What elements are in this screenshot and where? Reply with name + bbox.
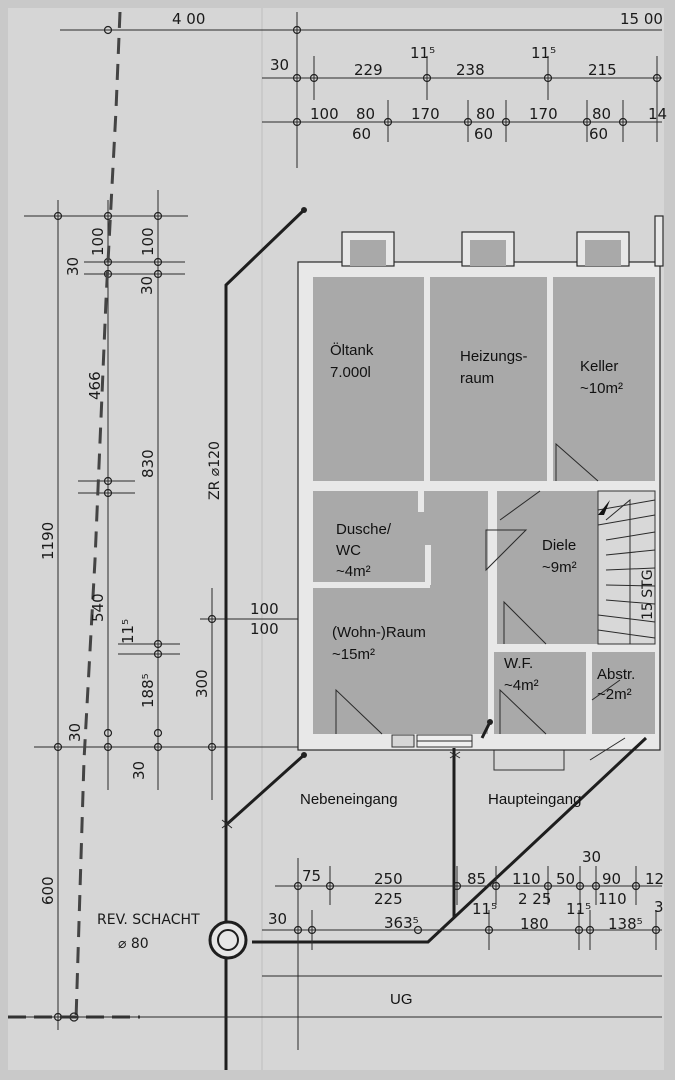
dim-14: 14 (648, 105, 667, 123)
dim-600: 600 (39, 876, 57, 905)
label-nebeneingang: Nebeneingang (300, 791, 398, 808)
dim-30-bottom-top: 30 (582, 848, 601, 866)
dim-180: 180 (520, 915, 549, 933)
label-abstr-2: ~2m² (597, 686, 632, 703)
room-oeltank (313, 277, 424, 481)
label-abstr-1: Abstr. (597, 666, 635, 683)
label-shaft-1: REV. SCHACHT (97, 912, 200, 928)
bottom-dimension-lines (8, 858, 662, 1050)
drain-pipes (221, 207, 648, 1070)
dim-50: 50 (556, 870, 575, 888)
dim-100-side-a: 100 (250, 600, 279, 618)
dim-11-5-bottom-a: 11⁵ (472, 900, 497, 918)
dim-170-b: 170 (529, 105, 558, 123)
dim-830: 830 (139, 449, 157, 478)
dim-11-5-b: 11⁵ (531, 44, 556, 62)
dim-170-a: 170 (411, 105, 440, 123)
label-stairs: 15 STG (640, 569, 656, 620)
staircase (597, 490, 656, 645)
dim-11-5-a: 11⁵ (410, 44, 435, 62)
label-diele-2: ~9m² (542, 559, 577, 576)
dim-30-bottom: 30 (268, 910, 287, 928)
dim-466: 466 (86, 371, 104, 400)
dim-225-b: 2 25 (518, 890, 551, 908)
left-dimension-texts: 1190 600 100 100 30 30 466 830 540 11⁵ 1… (39, 227, 279, 905)
label-haupteingang: Haupteingang (488, 791, 581, 808)
label-wohnraum-2: ~15m² (332, 646, 375, 663)
dim-80-c: 80 (592, 105, 611, 123)
dim-30-left-b: 30 (138, 276, 156, 295)
dim-85: 85 (467, 870, 486, 888)
dim-100-side-b: 100 (250, 620, 279, 638)
top-dimension-texts: 4 00 15 00 30 229 11⁵ 238 11⁵ 215 100 80… (172, 10, 667, 143)
label-diele-1: Diele (542, 537, 576, 554)
dim-75: 75 (302, 867, 321, 885)
dim-250: 250 (374, 870, 403, 888)
dim-100-left-a: 100 (89, 227, 107, 256)
dim-30-left-c: 30 (66, 723, 84, 742)
room-heizung (430, 277, 547, 481)
room-fills (313, 277, 655, 734)
dim-1500: 15 00 (620, 10, 663, 28)
left-dimension-lines (24, 11, 300, 1030)
dim-11-5-left: 11⁵ (119, 619, 137, 644)
dim-3: 3 (654, 898, 664, 916)
label-dusche-3: ~4m² (336, 563, 371, 580)
dim-80-a: 80 (356, 105, 375, 123)
dim-300: 300 (193, 669, 211, 698)
dim-30-left-d: 30 (130, 761, 148, 780)
dim-100-left-b: 100 (139, 227, 157, 256)
label-dusche-2: WC (336, 542, 361, 559)
dim-110-a: 110 (512, 870, 541, 888)
bottom-dimension-texts: 75 250 85 110 50 90 12 30 225 2 25 110 3… (268, 848, 664, 933)
room-wohnraum (313, 491, 488, 734)
dim-60-c: 60 (589, 125, 608, 143)
label-keller-1: Keller (580, 358, 618, 375)
dim-30-top: 30 (270, 56, 289, 74)
dim-400: 4 00 (172, 10, 205, 28)
label-pipe: ZR ⌀120 (207, 441, 223, 500)
dim-1190: 1190 (39, 522, 57, 560)
label-wf-1: W.F. (504, 655, 533, 672)
label-floor: UG (390, 991, 413, 1008)
dim-225-a: 225 (374, 890, 403, 908)
annotation-labels: ZR ⌀120 15 STG REV. SCHACHT ⌀ 80 (97, 441, 656, 952)
dim-363-5: 363⁵ (384, 914, 419, 932)
label-oeltank-1: Öltank (330, 341, 374, 359)
dim-12: 12 (645, 870, 664, 888)
dim-540: 540 (89, 593, 107, 622)
room-keller (553, 277, 655, 481)
dim-100-top: 100 (310, 105, 339, 123)
room-labels: Öltank 7.000l Heizungs- raum Keller ~10m… (300, 341, 635, 1008)
label-dusche-1: Dusche/ (336, 521, 392, 538)
interior-details (298, 442, 660, 771)
label-heizung-1: Heizungs- (460, 348, 528, 365)
dim-60-a: 60 (352, 125, 371, 143)
dim-110-b: 110 (598, 890, 627, 908)
label-heizung-2: raum (460, 370, 494, 387)
dim-215: 215 (588, 61, 617, 79)
dim-80-b: 80 (476, 105, 495, 123)
dim-238: 238 (456, 61, 485, 79)
dim-188-5: 188⁵ (139, 673, 157, 708)
revision-shaft (208, 920, 248, 960)
dim-30-left-a: 30 (64, 257, 82, 276)
room-wf (494, 652, 586, 734)
dim-60-b: 60 (474, 125, 493, 143)
label-oeltank-2: 7.000l (330, 364, 371, 381)
label-wf-2: ~4m² (504, 677, 539, 694)
dim-90: 90 (602, 870, 621, 888)
dim-11-5-bottom-b: 11⁵ (566, 900, 591, 918)
label-keller-2: ~10m² (580, 380, 623, 397)
dim-138-5: 138⁵ (608, 915, 643, 933)
top-dimension-lines (60, 12, 662, 168)
label-shaft-2: ⌀ 80 (118, 936, 149, 952)
dim-229: 229 (354, 61, 383, 79)
label-wohnraum-1: (Wohn-)Raum (332, 624, 426, 641)
